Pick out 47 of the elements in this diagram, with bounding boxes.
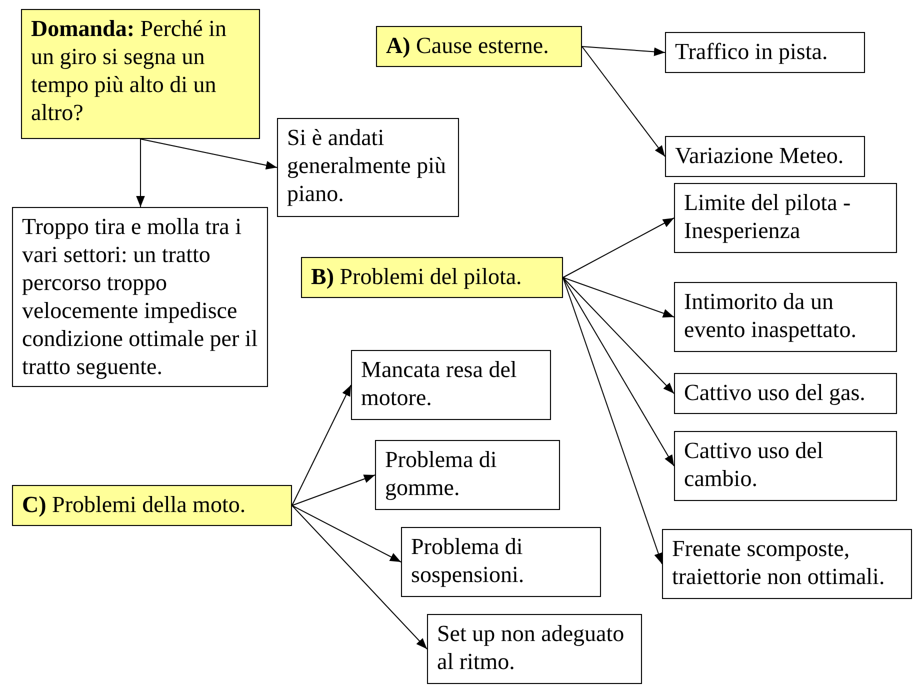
- box-text: Problema di sospensioni.: [411, 534, 524, 587]
- box-text: Mancata resa del motore.: [361, 357, 517, 410]
- box-text: Traffico in pista.: [675, 39, 828, 64]
- text-box: [277, 118, 459, 217]
- text-box: [665, 32, 865, 73]
- box-text: Problema di gomme.: [385, 447, 497, 500]
- category-box: [21, 9, 260, 139]
- box-text: B) Problemi del pilota.: [311, 264, 522, 289]
- text-box: [674, 431, 897, 501]
- box-text: C) Problemi della moto.: [22, 492, 246, 517]
- box-text: Variazione Meteo.: [675, 143, 844, 168]
- arrow: [562, 277, 674, 466]
- arrow: [562, 218, 674, 278]
- box-text: Domanda: Perché in un giro si segna un tempo più alto di un altro?: [31, 16, 226, 125]
- text-box: [12, 207, 268, 387]
- arrow: [562, 277, 663, 564]
- box-text: Si è andati generalmente più piano.: [287, 125, 446, 206]
- box-text: Cattivo uso del cambio.: [684, 438, 824, 491]
- box-text: Intimorito da un evento inaspettato.: [684, 289, 856, 342]
- category-box: [12, 485, 292, 526]
- box-text: A) Cause esterne.: [386, 33, 549, 58]
- category-box: [376, 26, 582, 67]
- arrow: [562, 277, 674, 394]
- category-box: [301, 257, 563, 298]
- arrow: [292, 505, 402, 562]
- arrow: [292, 384, 352, 506]
- text-box: [674, 282, 897, 352]
- arrow: [140, 138, 278, 170]
- box-text: Limite del pilota - Inesperienza: [684, 190, 851, 243]
- box-text: Troppo tira e molla tra i vari settori: un tratto percorso troppo velocemente impedisce condizione ottimale per il tratto seguente.: [22, 214, 258, 379]
- box-text: Cattivo uso del gas.: [684, 380, 866, 405]
- text-box: [665, 136, 865, 177]
- box-text: Set up non adeguato al ritmo.: [437, 621, 624, 674]
- text-box: [674, 183, 897, 253]
- text-box: [401, 527, 601, 597]
- arrow: [292, 505, 428, 650]
- arrow: [562, 277, 674, 318]
- arrow: [292, 474, 376, 506]
- arrow: [582, 46, 666, 56]
- text-box: [375, 440, 560, 510]
- text-box: [662, 529, 912, 599]
- text-box: [674, 373, 897, 414]
- arrow: [136, 138, 145, 208]
- text-box: [351, 350, 551, 420]
- arrow: [582, 46, 666, 157]
- box-text: Frenate scomposte, traiettorie non ottimali.: [672, 536, 885, 589]
- text-box: [427, 614, 642, 684]
